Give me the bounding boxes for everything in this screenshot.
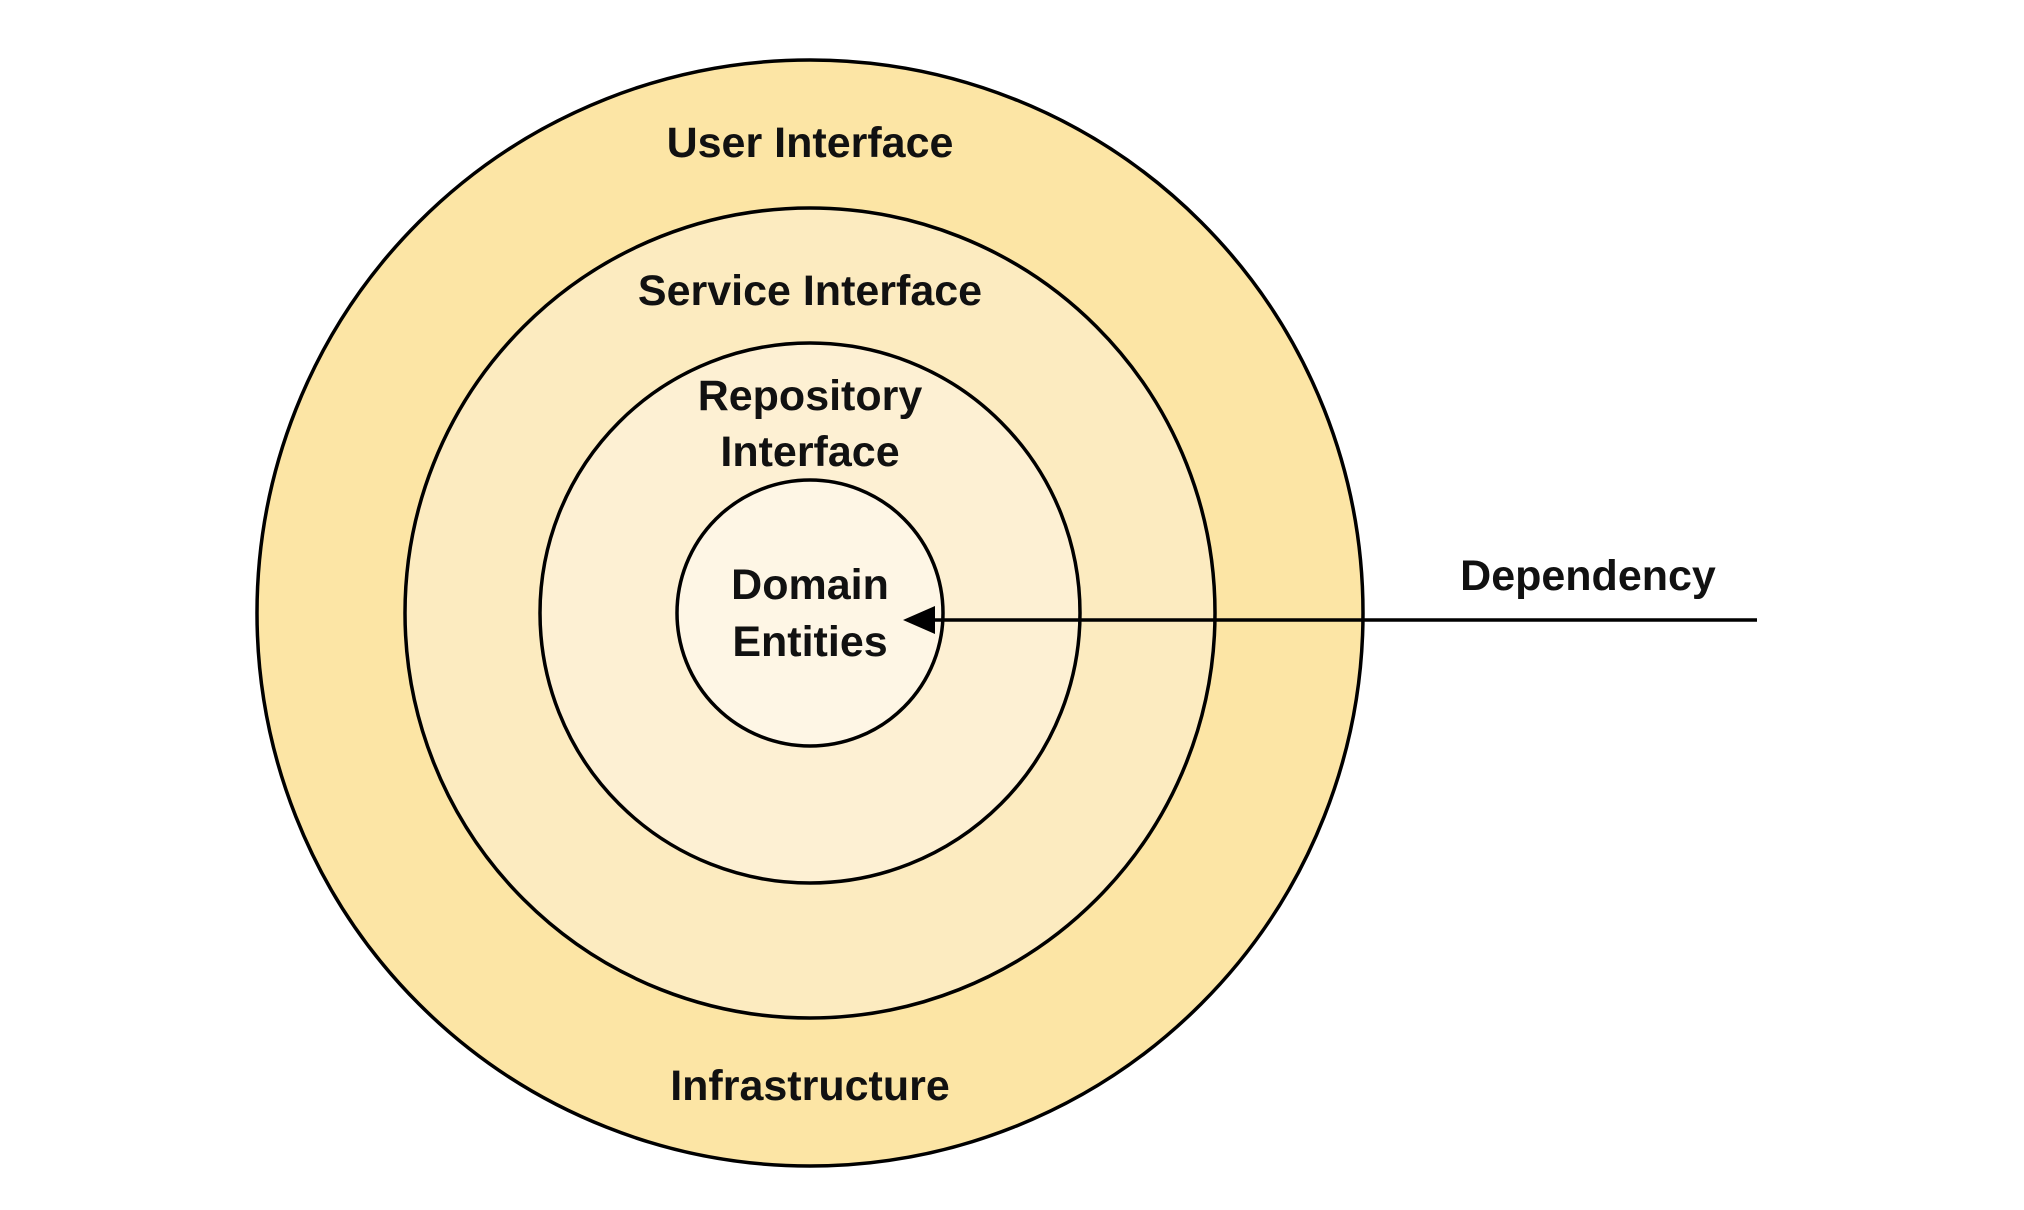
dependency-arrowhead — [903, 606, 935, 634]
domain-entities-ring — [675, 478, 945, 748]
domain-entities-label-line2: Entities — [732, 618, 887, 666]
service-interface-label: Service Interface — [638, 267, 982, 315]
repository-interface-label-line2: Interface — [720, 428, 899, 476]
domain-entities-label-line1: Domain — [731, 561, 889, 609]
infrastructure-label: Infrastructure — [670, 1062, 950, 1110]
repository-interface-label-line1: Repository — [698, 372, 923, 420]
dependency-label: Dependency — [1460, 552, 1716, 600]
user-interface-label: User Interface — [667, 119, 954, 167]
